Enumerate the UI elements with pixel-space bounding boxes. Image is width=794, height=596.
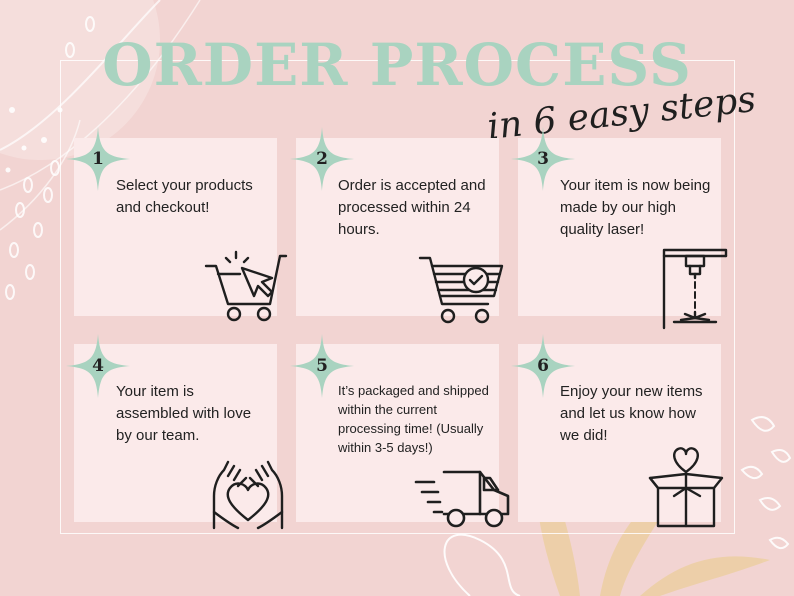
- sparkle-star-icon: [66, 334, 130, 398]
- gift-box-heart-icon: [648, 447, 724, 528]
- step-badge-6: 6: [511, 334, 575, 398]
- content-frame: [60, 60, 735, 534]
- step-badge-4: 4: [66, 334, 130, 398]
- step-number-1: 1: [92, 149, 104, 169]
- step-card-2: Order is accepted and processed within 2…: [296, 138, 504, 324]
- step-badge-1: 1: [66, 127, 130, 191]
- laser-machine-icon: [662, 248, 728, 330]
- step-number-3: 3: [537, 149, 549, 169]
- step-card-6: Enjoy your new items and let us know how…: [518, 344, 724, 528]
- step-4-text: Your item is assembled with love by our …: [116, 383, 252, 444]
- sparkle-star-icon: [290, 334, 354, 398]
- delivery-truck-icon: [414, 470, 510, 528]
- step-number-4: 4: [92, 356, 104, 376]
- step-number-2: 2: [316, 149, 328, 169]
- hands-heart-icon: [212, 460, 284, 530]
- step-badge-5: 5: [290, 334, 354, 398]
- shopping-cart-cursor-icon: [204, 250, 288, 322]
- shopping-cart-check-icon: [418, 256, 504, 324]
- sparkle-star-icon: [511, 127, 575, 191]
- step-1-text: Select your products and checkout!: [116, 177, 253, 216]
- step-badge-3: 3: [511, 127, 575, 191]
- page-title: ORDER PROCESS: [102, 31, 692, 99]
- sparkle-star-icon: [66, 127, 130, 191]
- step-number-6: 6: [537, 356, 549, 376]
- step-badge-2: 2: [290, 127, 354, 191]
- step-2-text: Order is accepted and processed within 2…: [338, 177, 486, 238]
- step-6-text: Enjoy your new items and let us know how…: [560, 383, 703, 444]
- step-3-text: Your item is now being made by our high …: [560, 177, 711, 238]
- step-card-1: Select your products and checkout!: [74, 138, 288, 322]
- sparkle-star-icon: [511, 334, 575, 398]
- step-5-text: It’s packaged and shipped within the cur…: [338, 383, 489, 455]
- step-card-3: Your item is now being made by our high …: [518, 138, 728, 330]
- step-card-4: Your item is assembled with love by our …: [74, 344, 284, 530]
- step-number-5: 5: [316, 356, 328, 376]
- sparkle-star-icon: [290, 127, 354, 191]
